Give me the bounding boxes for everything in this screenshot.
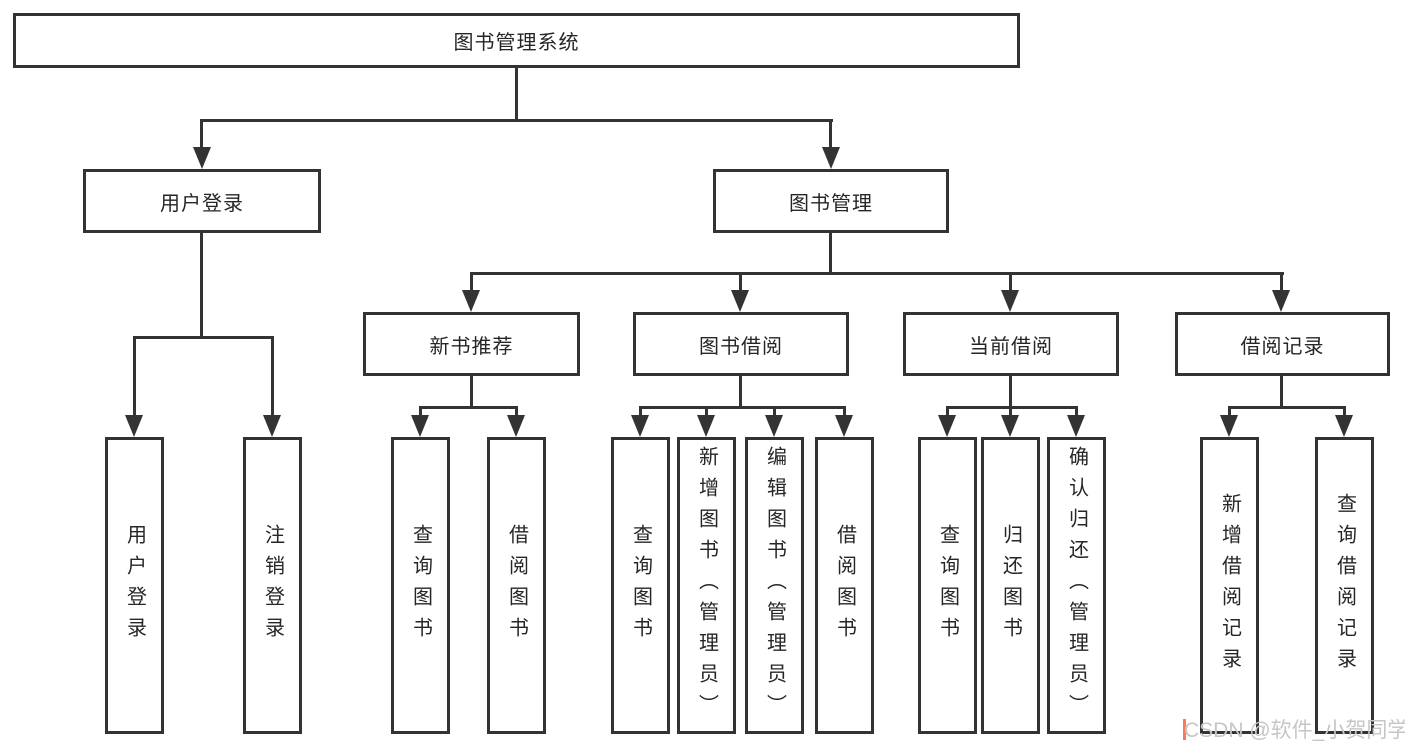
leaf-borrow-books-label: 借阅图书 xyxy=(833,523,856,648)
edge-leaf xyxy=(946,406,949,415)
edge-book-borrow-rail xyxy=(639,406,846,409)
leaf-add-borrow-record: 新增借阅记录 xyxy=(1200,437,1259,734)
node-root-label: 图书管理系统 xyxy=(453,32,580,54)
arrowhead xyxy=(193,147,211,169)
leaf-edit-books-admin: 编辑图书（管理员） xyxy=(745,437,804,734)
edge-book-mgmt-trunk xyxy=(829,233,832,272)
edge-current-borrow-trunk xyxy=(1009,376,1012,406)
arrowhead xyxy=(835,415,853,437)
leaf-borrow-books-recommend: 借阅图书 xyxy=(487,437,546,734)
edge-leaf xyxy=(843,406,846,415)
leaf-query-books-current-label: 查询图书 xyxy=(936,523,959,648)
node-new-book-recommend: 新书推荐 xyxy=(363,312,580,376)
arrowhead xyxy=(765,415,783,437)
edge-book-mgmt-rail xyxy=(470,272,1284,275)
leaf-return-books: 归还图书 xyxy=(981,437,1040,734)
arrowhead xyxy=(938,415,956,437)
leaf-add-borrow-record-label: 新增借阅记录 xyxy=(1218,492,1241,679)
edge-to-current-borrow xyxy=(1009,272,1012,290)
arrowhead xyxy=(631,415,649,437)
arrowhead xyxy=(1272,290,1290,312)
leaf-borrow-books-recommend-label: 借阅图书 xyxy=(505,523,528,648)
edge-user-login-trunk xyxy=(200,233,203,336)
arrowhead xyxy=(697,415,715,437)
edge-to-borrow-records xyxy=(1280,272,1283,290)
arrowhead xyxy=(462,290,480,312)
edge-borrow-records-trunk xyxy=(1280,376,1283,406)
node-current-borrow: 当前借阅 xyxy=(903,312,1119,376)
edge-to-leaf-logout xyxy=(271,336,274,415)
arrowhead xyxy=(263,415,281,437)
edge-borrow-records-rail xyxy=(1228,406,1346,409)
edge-user-login-rail xyxy=(134,336,274,339)
arrowhead xyxy=(1335,415,1353,437)
leaf-query-books-borrow-label: 查询图书 xyxy=(629,523,652,648)
node-current-borrow-label: 当前借阅 xyxy=(969,335,1053,358)
arrowhead xyxy=(125,415,143,437)
edge-root-rail xyxy=(200,119,833,122)
leaf-confirm-return-admin: 确认归还（管理员） xyxy=(1047,437,1106,734)
edge-to-book-borrow xyxy=(739,272,742,290)
leaf-add-books-admin: 新增图书（管理员） xyxy=(677,437,736,734)
edge-new-book-trunk xyxy=(470,376,473,406)
edge-to-leaf-user-login xyxy=(133,336,136,415)
leaf-user-login-label: 用户登录 xyxy=(123,523,146,648)
watermark: CSDN @软件_小贺同学 xyxy=(1184,719,1405,742)
leaf-query-books-current: 查询图书 xyxy=(918,437,977,734)
arrowhead xyxy=(411,415,429,437)
leaf-query-books-recommend: 查询图书 xyxy=(391,437,450,734)
leaf-confirm-return-admin-label: 确认归还（管理员） xyxy=(1065,446,1088,725)
edge-leaf xyxy=(515,406,518,415)
edge-root-to-user-login xyxy=(200,119,203,147)
leaf-query-books-borrow: 查询图书 xyxy=(611,437,670,734)
node-book-management-label: 图书管理 xyxy=(789,192,873,215)
arrowhead xyxy=(1067,415,1085,437)
node-borrow-records: 借阅记录 xyxy=(1175,312,1390,376)
leaf-user-login: 用户登录 xyxy=(105,437,164,734)
leaf-query-borrow-record-label: 查询借阅记录 xyxy=(1333,492,1356,679)
arrowhead xyxy=(507,415,525,437)
node-new-book-recommend-label: 新书推荐 xyxy=(429,335,514,358)
arrowhead xyxy=(1220,415,1238,437)
leaf-add-books-admin-label: 新增图书（管理员） xyxy=(695,446,718,725)
node-borrow-records-label: 借阅记录 xyxy=(1240,335,1325,358)
edge-new-book-rail xyxy=(419,406,518,409)
edge-book-borrow-trunk xyxy=(739,376,742,406)
edge-root-to-book-mgmt xyxy=(829,119,832,147)
arrowhead xyxy=(822,147,840,169)
leaf-logout: 注销登录 xyxy=(243,437,302,734)
leaf-return-books-label: 归还图书 xyxy=(999,523,1022,648)
node-book-borrow: 图书借阅 xyxy=(633,312,849,376)
edge-current-borrow-rail xyxy=(946,406,1078,409)
leaf-query-borrow-record: 查询借阅记录 xyxy=(1315,437,1374,734)
edge-leaf xyxy=(773,406,776,415)
edge-leaf xyxy=(1343,406,1346,415)
edge-leaf xyxy=(1075,406,1078,415)
edge-leaf xyxy=(705,406,708,415)
node-book-borrow-label: 图书借阅 xyxy=(699,335,783,358)
arrowhead xyxy=(1001,290,1019,312)
node-user-login: 用户登录 xyxy=(83,169,321,233)
leaf-edit-books-admin-label: 编辑图书（管理员） xyxy=(763,446,786,725)
edge-root-trunk xyxy=(515,68,518,119)
arrowhead xyxy=(731,290,749,312)
leaf-logout-label: 注销登录 xyxy=(261,523,284,648)
node-root: 图书管理系统 xyxy=(13,13,1020,68)
leaf-query-books-recommend-label: 查询图书 xyxy=(409,523,432,648)
arrowhead xyxy=(1001,415,1019,437)
edge-to-new-book xyxy=(470,272,473,290)
node-book-management: 图书管理 xyxy=(713,169,949,233)
edge-leaf xyxy=(1228,406,1231,415)
node-user-login-label: 用户登录 xyxy=(160,192,244,215)
leaf-borrow-books: 借阅图书 xyxy=(815,437,874,734)
edge-leaf xyxy=(1009,406,1012,415)
watermark-accent-bar xyxy=(1183,719,1186,740)
edge-leaf xyxy=(419,406,422,415)
edge-leaf xyxy=(639,406,642,415)
